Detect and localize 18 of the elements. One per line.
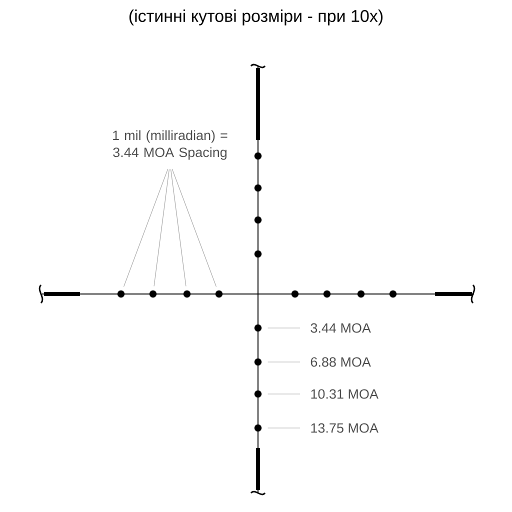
leader-line	[172, 168, 217, 287]
callout-label: 13.75 MOA	[311, 423, 378, 433]
dot	[117, 290, 125, 298]
dot	[183, 290, 191, 298]
callout-label: 6.88 MOA	[310, 357, 371, 367]
callout-label: 3.44 MOA	[310, 323, 371, 333]
title: (істинні кутові розміри - при 10х)	[129, 10, 383, 26]
dot	[254, 424, 262, 432]
callout-label: 10.31 MOA	[311, 389, 378, 399]
dot	[215, 290, 223, 298]
dot	[254, 358, 262, 366]
leader-line	[170, 168, 186, 287]
leader-line	[154, 168, 170, 287]
dot	[254, 324, 262, 332]
dot	[254, 390, 262, 398]
dot	[149, 290, 157, 298]
callout-label: 1 mil (milliradian) = 3.44 MOA Spacing	[113, 130, 228, 160]
leader-line	[123, 168, 168, 287]
